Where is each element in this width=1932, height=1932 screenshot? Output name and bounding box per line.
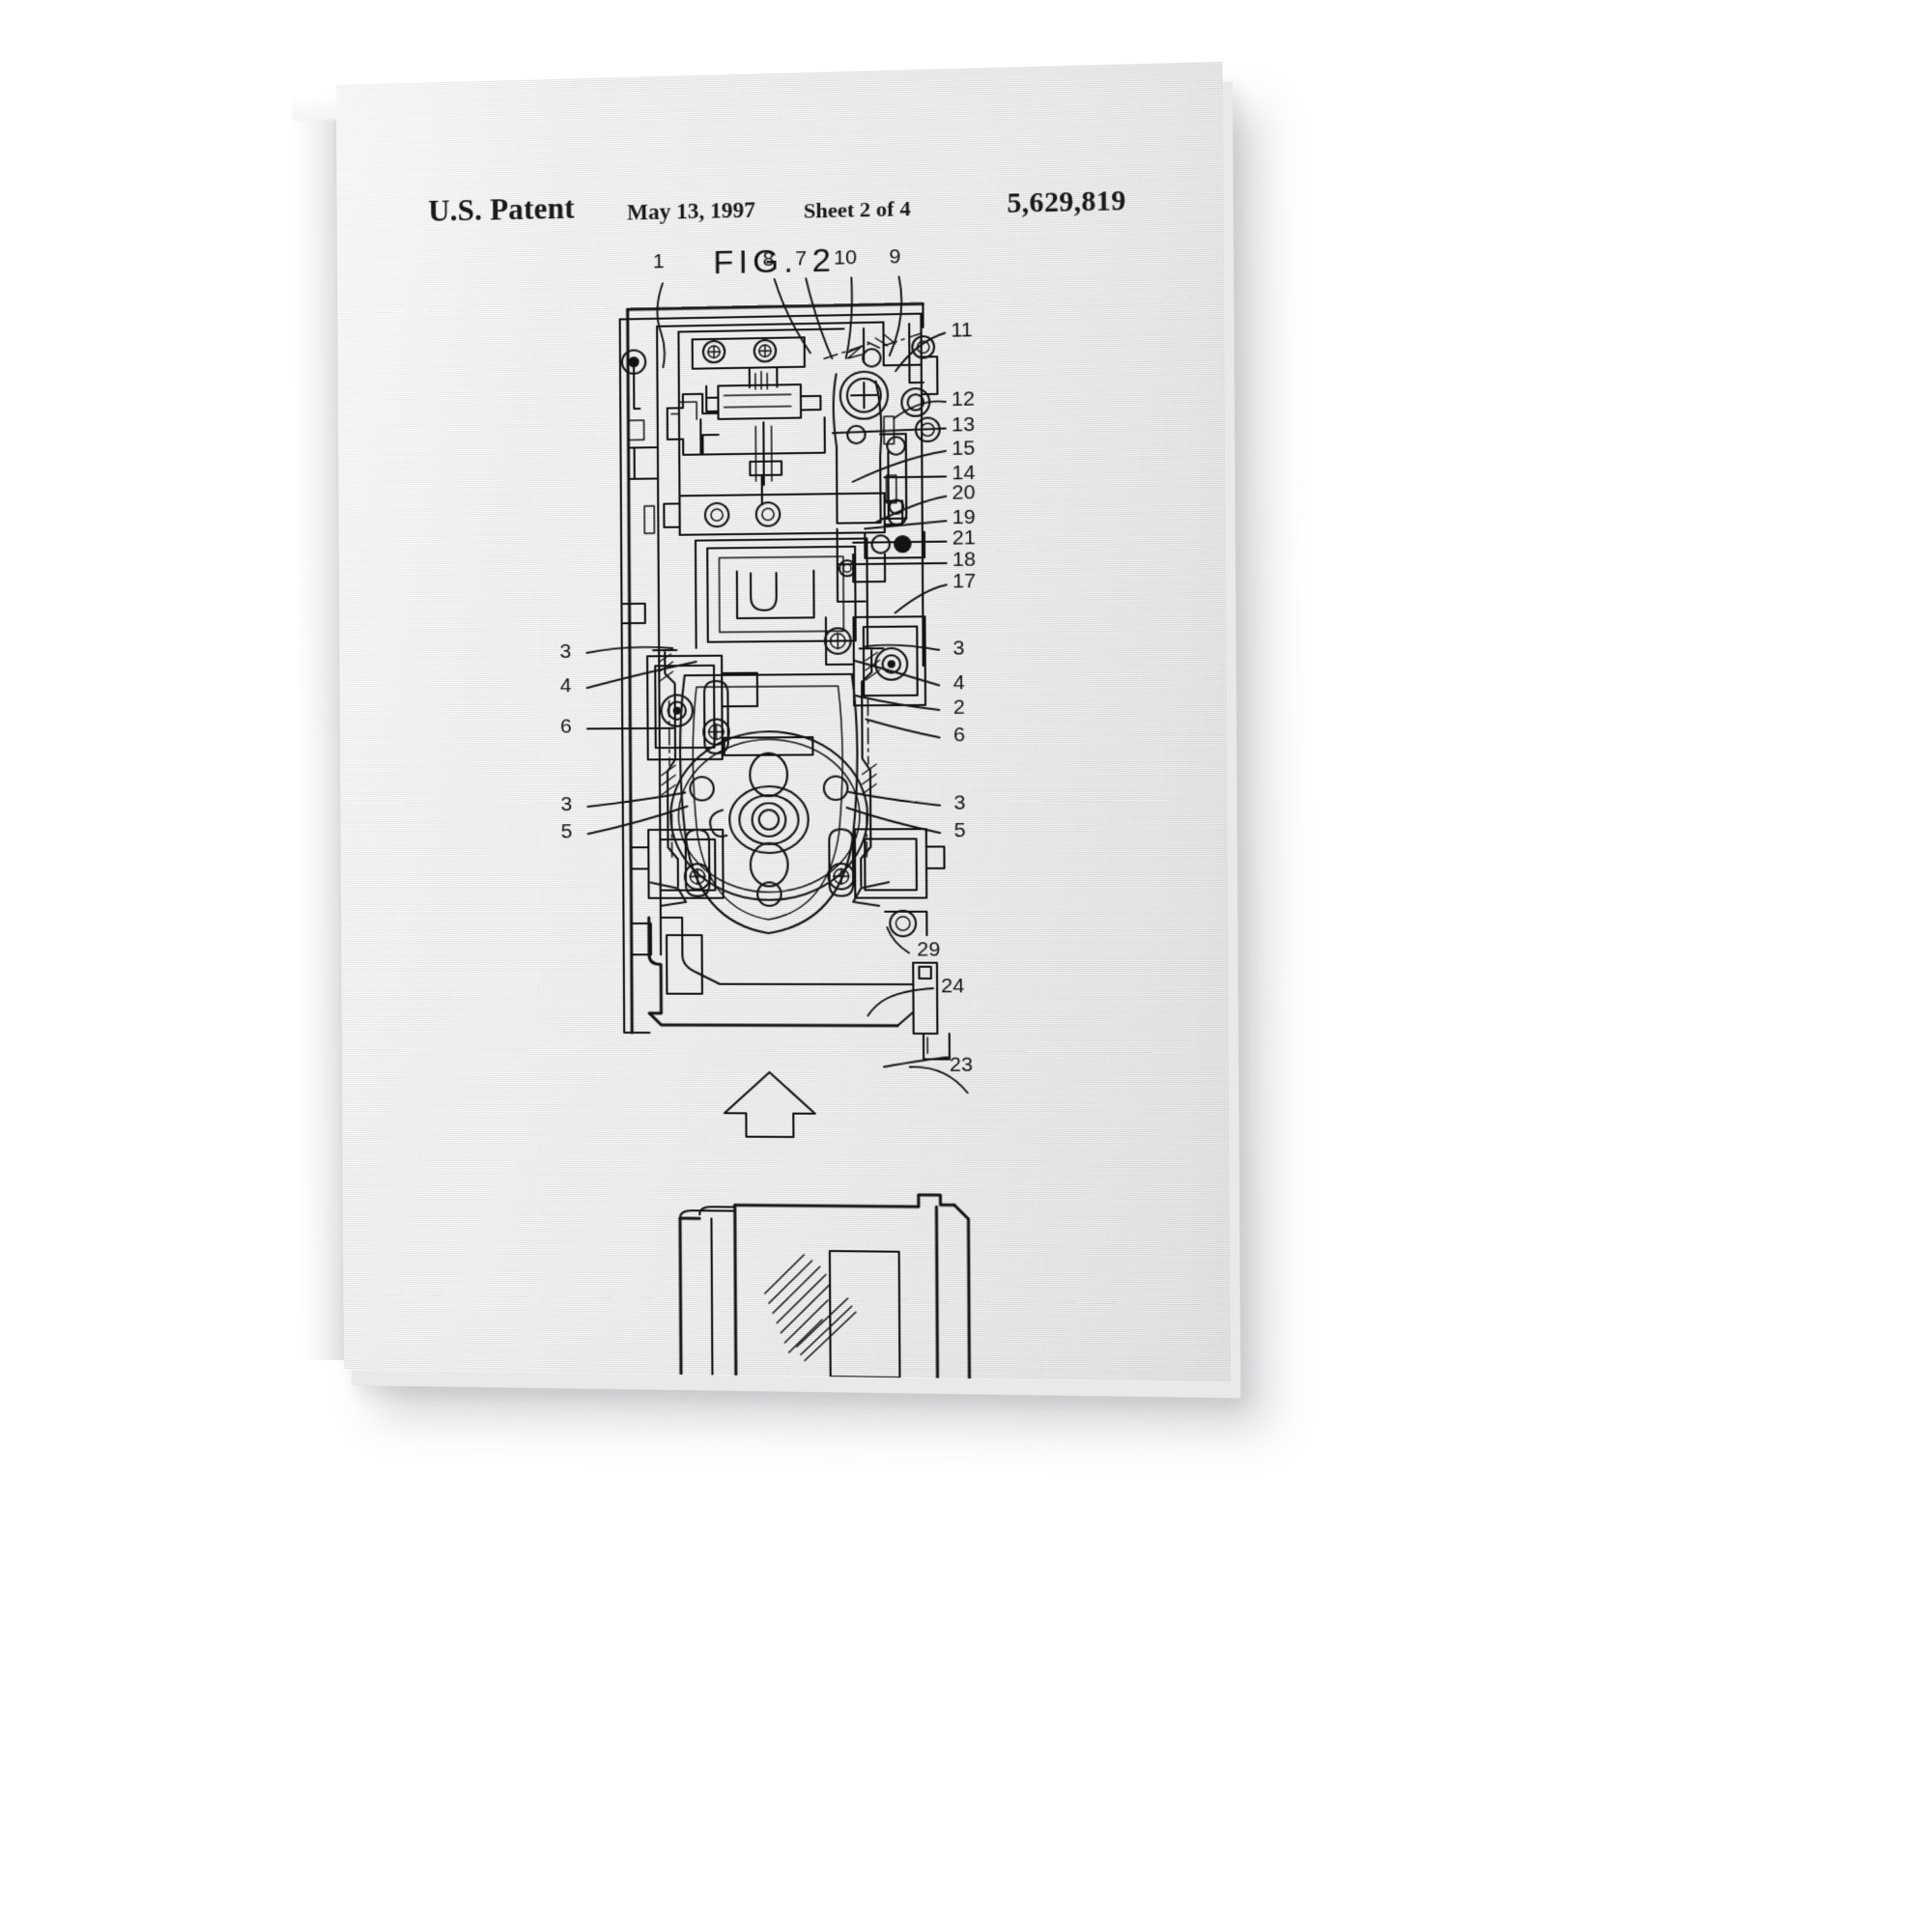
reference-numeral: 11	[951, 319, 973, 342]
reference-numeral: 23	[950, 1053, 973, 1076]
reference-numeral: 13	[952, 413, 975, 437]
reference-numeral: 12	[952, 387, 975, 411]
canvas-artwork: U.S. Patent May 13, 1997 Sheet 2 of 4 5,…	[336, 62, 1231, 1382]
insertion-direction-arrow	[724, 1072, 815, 1137]
reference-numeral: 15	[952, 437, 975, 460]
reference-numeral: 5	[561, 820, 573, 842]
reference-numeral: 3	[560, 640, 572, 663]
shutter-hatching	[765, 1254, 857, 1361]
reference-numeral: 17	[952, 570, 976, 593]
reference-numeral: 18	[952, 548, 976, 571]
patent-sheet-content: U.S. Patent May 13, 1997 Sheet 2 of 4 5,…	[336, 62, 1231, 1382]
reference-numeral: 19	[952, 506, 976, 529]
reference-numeral: 3	[560, 793, 572, 815]
reference-numeral: 1	[653, 250, 665, 273]
front-bezel-assembly	[631, 911, 949, 1060]
reference-numeral: 10	[834, 246, 857, 270]
reference-numeral: 3	[952, 637, 964, 660]
reference-numeral: 7	[795, 247, 807, 270]
reference-numeral: 5	[954, 819, 966, 842]
floppy-diskette	[680, 1193, 970, 1382]
canvas-face: U.S. Patent May 13, 1997 Sheet 2 of 4 5,…	[336, 62, 1231, 1382]
reference-numeral: 6	[560, 715, 572, 737]
reference-numeral: 4	[560, 674, 572, 696]
reference-numeral: 9	[889, 245, 900, 269]
reference-numeral: 24	[941, 975, 965, 998]
reference-numeral: 29	[917, 938, 940, 961]
reference-numeral: 3	[953, 791, 965, 814]
reference-numeral: 20	[952, 481, 975, 504]
reference-numeral: 2	[953, 696, 965, 719]
reference-numeral: 6	[953, 724, 965, 747]
reference-numeral: 8	[762, 248, 774, 271]
spindle-motor-hub	[669, 674, 867, 933]
patent-figure-drawing: 1871091112131514201921181734634263535292…	[336, 62, 1231, 1382]
head-carriage-assembly	[643, 327, 903, 648]
reference-numeral: 4	[953, 671, 966, 695]
reference-numeral: 21	[952, 526, 976, 550]
